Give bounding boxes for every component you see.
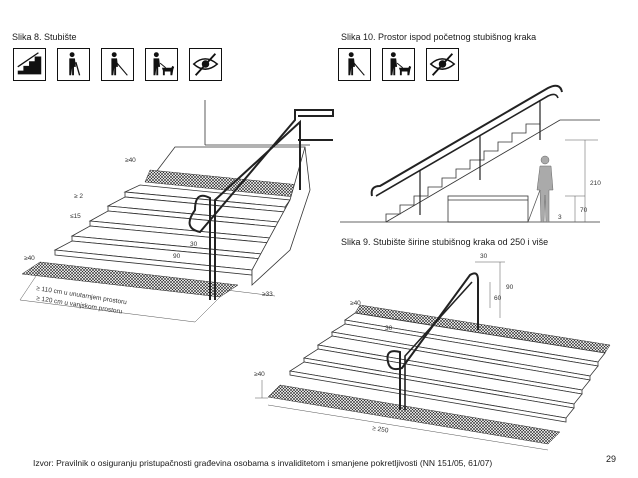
stairs-icon	[13, 48, 46, 81]
dim-rail-90: 90	[173, 253, 181, 260]
dim-width-250: ≥ 250	[372, 425, 389, 435]
crossed-eye-icon	[426, 48, 459, 81]
dim-bottom-40: ≥40	[254, 371, 265, 378]
dim-rail-90: 90	[506, 284, 514, 291]
dim-height-70: 70	[580, 207, 588, 214]
dim-height-3: 3	[558, 214, 562, 221]
dim-height-210: 210	[590, 180, 601, 187]
dim-rail-60: 60	[494, 295, 502, 302]
figure-9-caption: Slika 9. Stubište širine stubišnog kraka…	[341, 237, 549, 247]
person-guide-dog-icon	[382, 48, 415, 81]
dim-tread-33: ≥33	[262, 291, 273, 298]
crossed-eye-icon	[189, 48, 222, 81]
person-white-cane-icon	[338, 48, 371, 81]
figure-8-caption: Slika 8. Stubište	[12, 32, 77, 42]
person-guide-dog-icon	[145, 48, 178, 81]
dim-floor-40: ≥40	[24, 255, 35, 262]
figure-10-caption: Slika 10. Prostor ispod početnog stubišn…	[341, 32, 537, 42]
accessibility-icons-left	[13, 48, 222, 81]
dim-top-30: 30	[480, 253, 488, 260]
dim-riser-15: ≤15	[70, 213, 81, 220]
source-citation: Izvor: Pravilnik o osiguranju pristupačn…	[33, 458, 493, 468]
accessibility-icons-right	[338, 48, 459, 81]
dim-top-40: ≥40	[350, 300, 361, 307]
dim-nosing-2: ≥ 2	[74, 193, 83, 200]
person-cane-icon	[57, 48, 90, 81]
person-white-cane-icon	[101, 48, 134, 81]
dim-landing-40: ≥40	[125, 157, 136, 164]
dim-rail-30: 30	[190, 241, 198, 248]
dim-rail-30: 30	[385, 325, 393, 332]
page-number: 29	[606, 454, 617, 464]
